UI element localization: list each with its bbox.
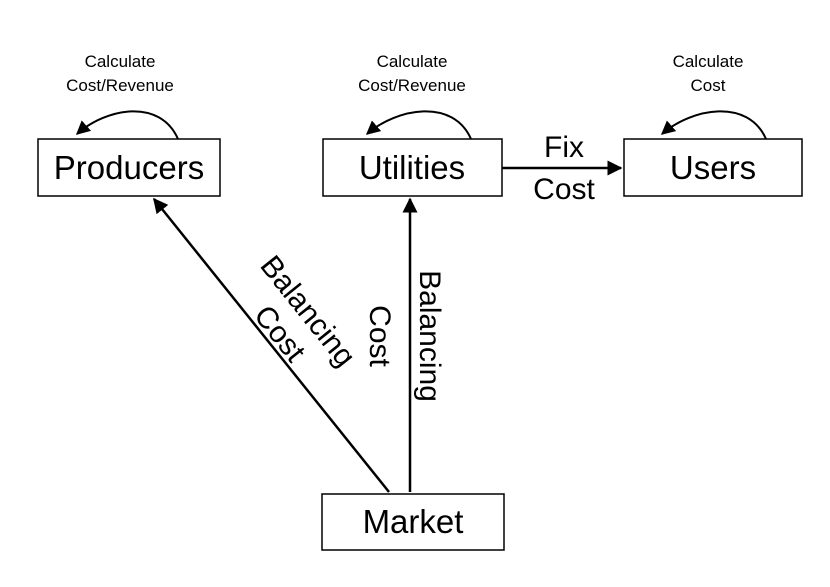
producers-label: Producers — [54, 149, 204, 186]
producers-note-line-2: Cost/Revenue — [66, 76, 174, 95]
users-label: Users — [670, 149, 756, 186]
node-users: Calculate Cost Users — [623, 52, 803, 197]
utilities-self-loop — [365, 110, 472, 140]
utilities-label: Utilities — [359, 149, 465, 186]
users-note-line-2: Cost — [691, 76, 726, 95]
utilities-note-line-1: Calculate — [377, 52, 448, 71]
edge-market-to-utilities: Balancing Cost — [363, 197, 446, 492]
node-market: Market — [321, 493, 505, 551]
market-to-utilities-label-line-1: Balancing — [413, 270, 446, 402]
node-producers: Calculate Cost/Revenue Producers — [37, 52, 221, 197]
producers-self-loop — [75, 110, 179, 140]
market-label: Market — [363, 503, 464, 540]
node-utilities: Calculate Cost/Revenue Utilities — [322, 52, 503, 197]
producers-box — [37, 138, 221, 197]
market-to-producers-arrow — [153, 197, 390, 493]
edge-utilities-to-users: Fix Cost — [502, 131, 623, 206]
market-box — [321, 493, 505, 551]
market-to-utilities-label-line-2: Cost — [363, 305, 396, 367]
utilities-to-users-label-line-1: Fix — [544, 131, 584, 164]
utilities-note-line-2: Cost/Revenue — [358, 76, 466, 95]
users-note-line-1: Calculate — [673, 52, 744, 71]
edge-market-to-producers: Balancing Cost — [153, 197, 390, 493]
utilities-to-users-label-line-2: Cost — [533, 173, 595, 206]
utilities-box — [322, 138, 503, 197]
users-self-loop — [660, 110, 767, 140]
producers-note-line-1: Calculate — [85, 52, 156, 71]
users-box — [623, 138, 803, 197]
